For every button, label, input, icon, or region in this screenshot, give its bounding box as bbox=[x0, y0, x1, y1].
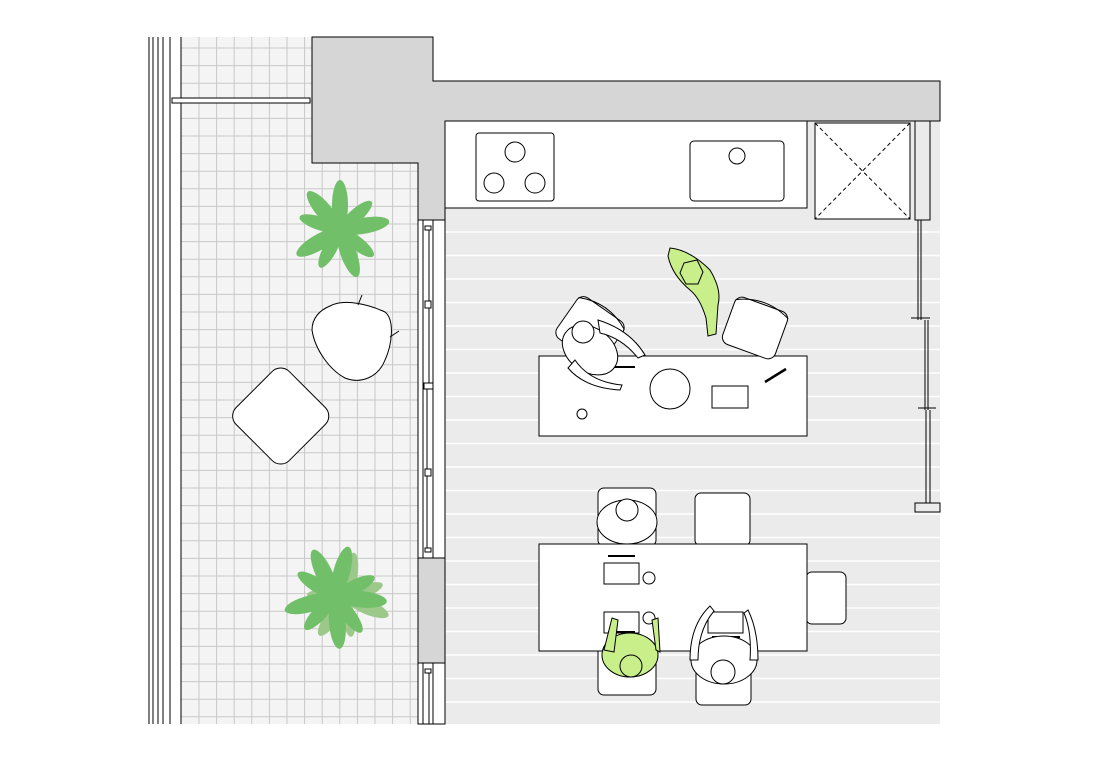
plants bbox=[284, 180, 390, 649]
plant-top bbox=[296, 180, 390, 278]
leaf bbox=[299, 214, 341, 233]
leaf bbox=[306, 191, 342, 231]
fridge bbox=[814, 122, 911, 220]
walls bbox=[311, 36, 941, 664]
plant-bottom bbox=[284, 546, 387, 649]
leaf bbox=[310, 549, 338, 598]
leaf bbox=[328, 596, 346, 649]
leaf bbox=[284, 593, 336, 615]
kitchen-counter bbox=[444, 120, 808, 209]
sliding-door-left bbox=[417, 219, 446, 725]
railing-bar bbox=[171, 97, 311, 104]
people bbox=[561, 247, 759, 685]
sink bbox=[689, 140, 785, 202]
leaf bbox=[339, 216, 390, 235]
leaf bbox=[337, 229, 360, 278]
right-door bbox=[911, 120, 941, 513]
railing bbox=[148, 37, 182, 724]
leaf bbox=[296, 228, 341, 257]
terrace-furniture bbox=[232, 294, 400, 465]
